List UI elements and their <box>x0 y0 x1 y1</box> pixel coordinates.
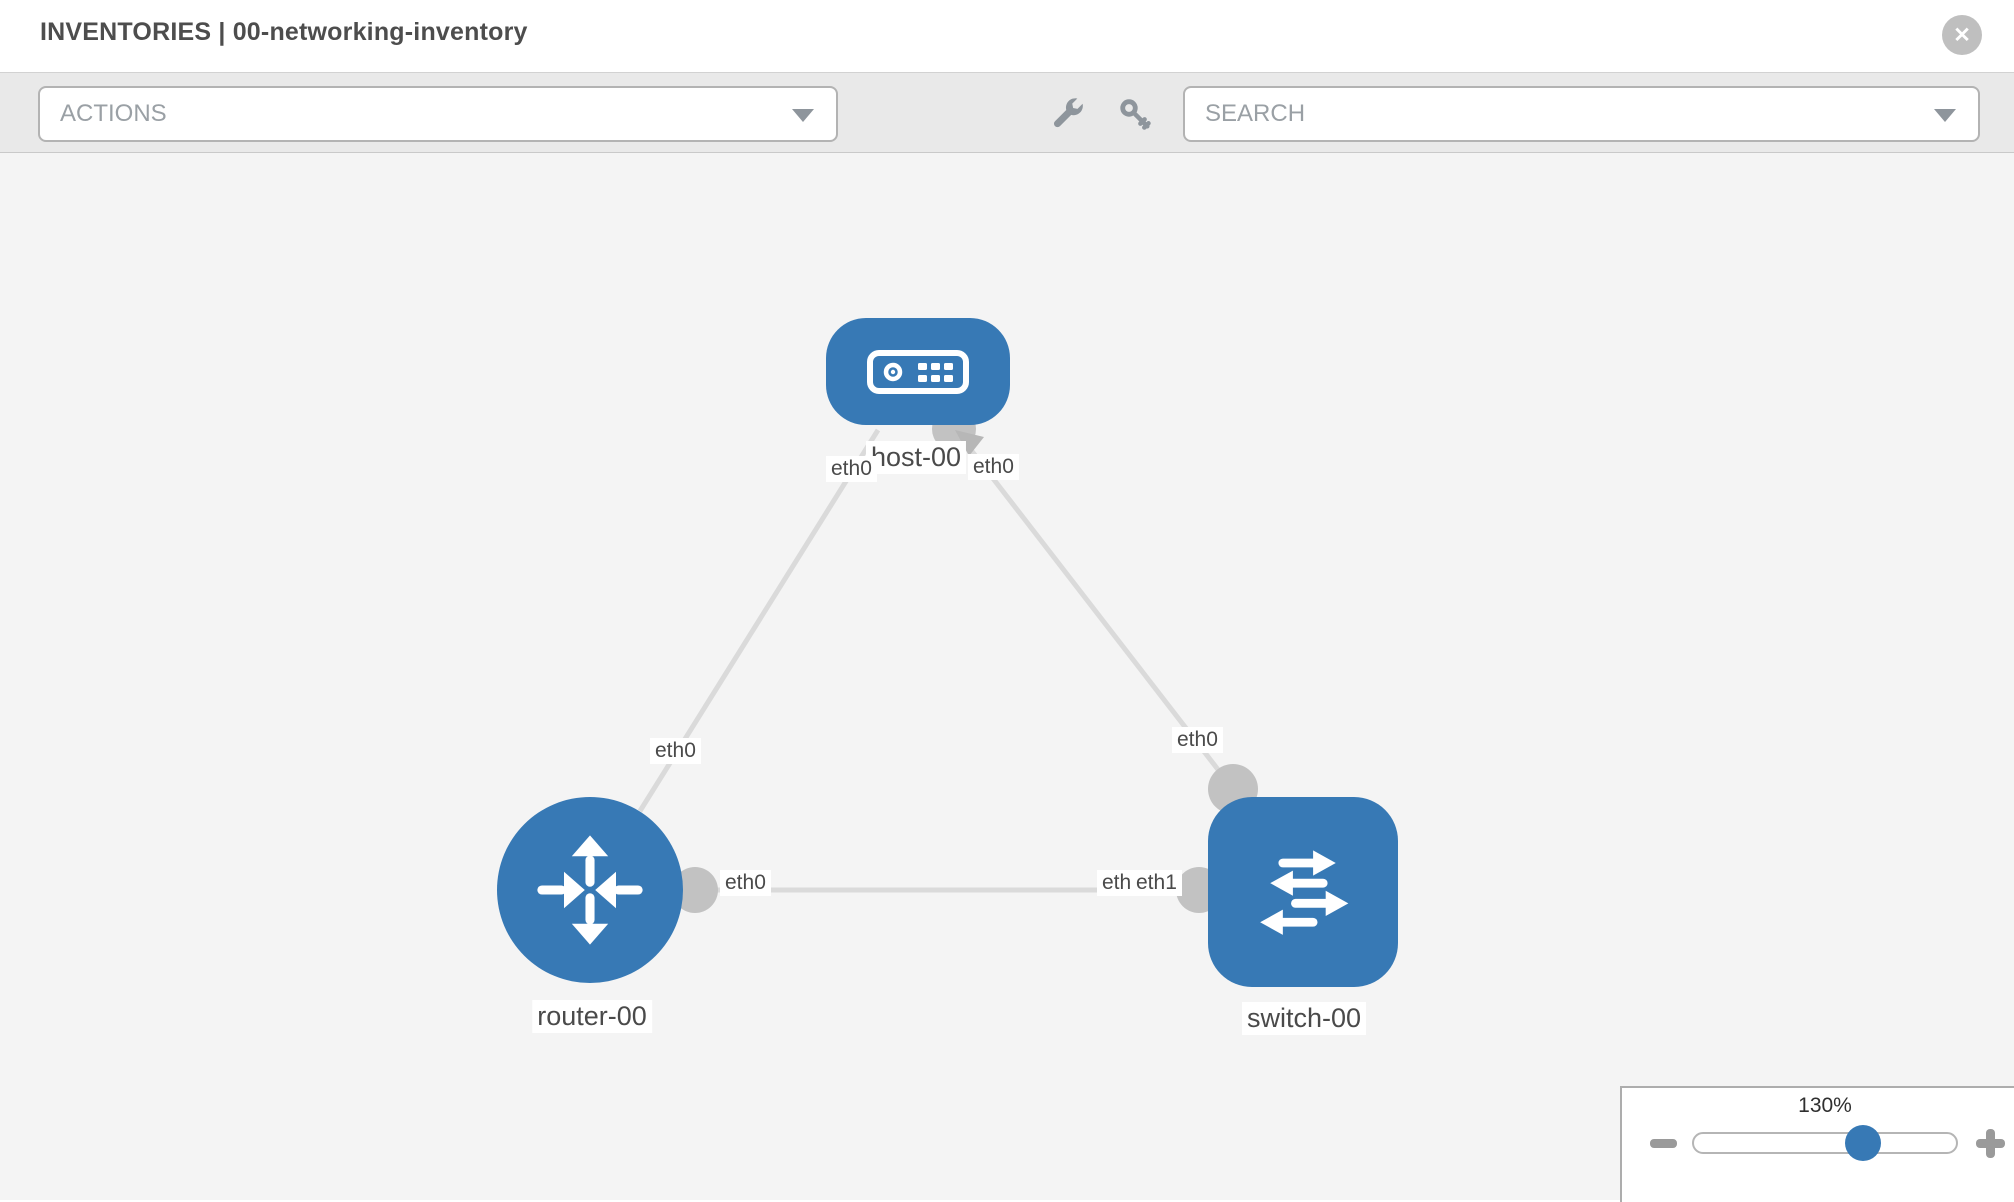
switch-icon <box>1260 850 1349 935</box>
iface-label-router-eth0-top: eth0 <box>650 738 701 765</box>
iface-label-router-eth0-right: eth0 <box>720 870 771 897</box>
zoom-in-button[interactable] <box>1976 1129 2005 1158</box>
node-label-router-00: router-00 <box>532 1000 652 1034</box>
node-label-switch-00: switch-00 <box>1241 1002 1367 1036</box>
close-icon[interactable]: ✕ <box>1942 15 1982 55</box>
search-input[interactable]: SEARCH <box>1183 86 1980 142</box>
actions-dropdown-label: ACTIONS <box>60 100 167 127</box>
link-arrowhead <box>955 430 984 456</box>
iface-label-host-eth0-left: eth0 <box>826 456 877 483</box>
zoom-level-value: 130% <box>1798 1094 1852 1117</box>
interface-circle-router[interactable] <box>672 867 718 913</box>
router-icon <box>537 835 643 945</box>
key-icon[interactable] <box>1117 96 1153 132</box>
chevron-down-icon <box>1934 109 1956 122</box>
zoom-slider-track[interactable] <box>1692 1132 1958 1154</box>
node-switch-00[interactable] <box>1208 797 1398 987</box>
node-router-00[interactable] <box>497 797 683 983</box>
iface-label-host-eth0-right: eth0 <box>968 454 1019 481</box>
zoom-slider-thumb[interactable] <box>1845 1125 1881 1161</box>
node-label-host-00: host-00 <box>865 441 967 475</box>
toolbar: ACTIONS SEARCH <box>0 72 2014 153</box>
page-title: INVENTORIES | 00-networking-inventory <box>40 18 528 46</box>
close-glyph: ✕ <box>1953 23 1971 47</box>
header: INVENTORIES | 00-networking-inventory ✕ <box>0 0 2014 72</box>
zoom-out-button[interactable] <box>1650 1139 1677 1148</box>
iface-label-switch-eth0-left-clipped: eth0 <box>1097 870 1135 897</box>
search-placeholder: SEARCH <box>1205 100 1306 127</box>
node-host-00[interactable] <box>826 318 1010 425</box>
actions-dropdown[interactable]: ACTIONS <box>38 86 838 142</box>
iface-label-switch-eth0-top: eth0 <box>1172 727 1223 754</box>
topology-canvas[interactable] <box>0 153 2014 1200</box>
host-icon <box>867 349 969 394</box>
chevron-down-icon <box>792 109 814 122</box>
iface-label-switch-eth1-left: eth1 <box>1131 870 1182 897</box>
wrench-icon[interactable] <box>1049 96 1085 132</box>
